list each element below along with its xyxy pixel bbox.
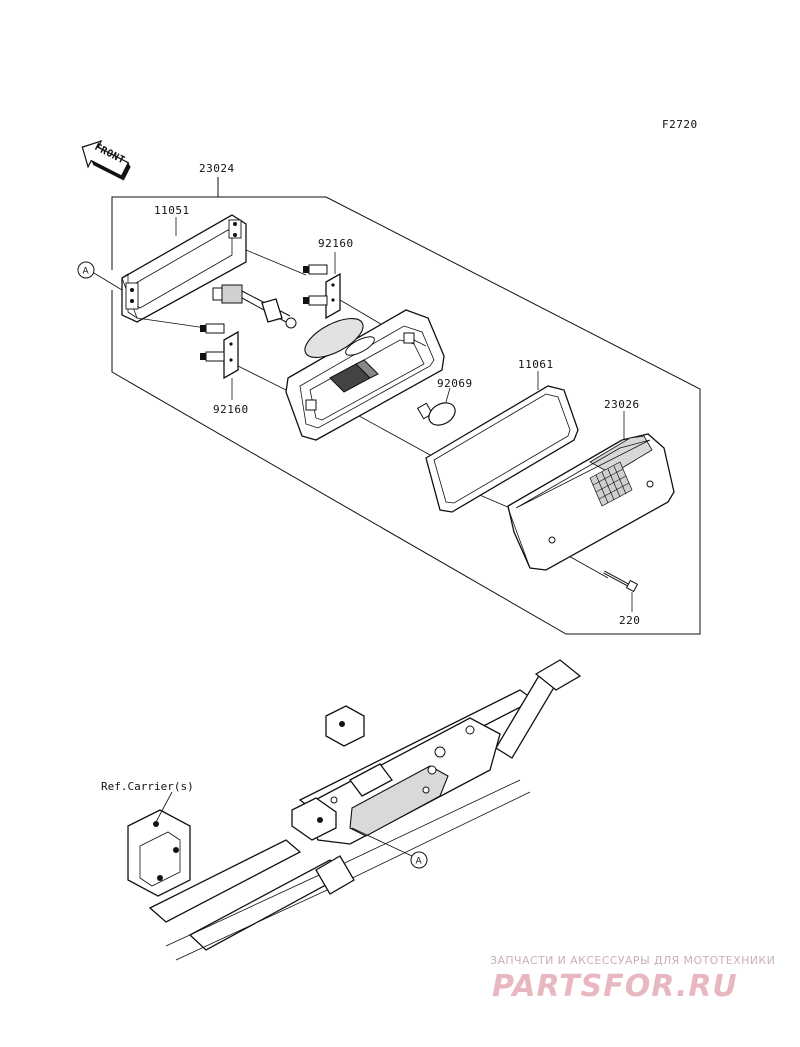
screw [603,570,639,593]
lamp-lens [507,433,675,571]
label-23026: 23026 [604,398,640,411]
watermark-caption: ЗАПЧАСТИ И АКСЕССУАРЫ ДЛЯ МОТОТЕХНИКИ [490,954,775,967]
callout-a-bottom-letter: A [416,857,423,867]
front-arrow-icon [81,139,131,181]
base-gasket [121,214,247,323]
figure-code: F2720 [662,118,698,131]
label-92069: 92069 [437,377,473,390]
lamp-housing [285,309,445,441]
label-92160-upper: 92160 [318,237,354,250]
label-220: 220 [619,614,640,627]
label-23024: 23024 [199,162,235,175]
watermark-brand: PARTSFOR.RU [492,969,738,1004]
ref-carrier-label: Ref.Carrier(s) [101,780,194,793]
harness-socket [212,284,297,329]
label-92160-lower: 92160 [213,403,249,416]
callout-a-top [77,261,123,291]
label-11051: 11051 [154,204,190,217]
assembly-frame [111,177,701,635]
label-11061: 11061 [518,358,554,371]
socket-lower [200,323,239,380]
socket-upper [303,264,341,320]
lens-gasket [425,385,579,513]
bulb-icon [416,402,456,426]
callout-a-bottom [351,827,428,869]
carrier-frame [127,659,582,961]
callout-a-top-letter: A [83,267,90,277]
